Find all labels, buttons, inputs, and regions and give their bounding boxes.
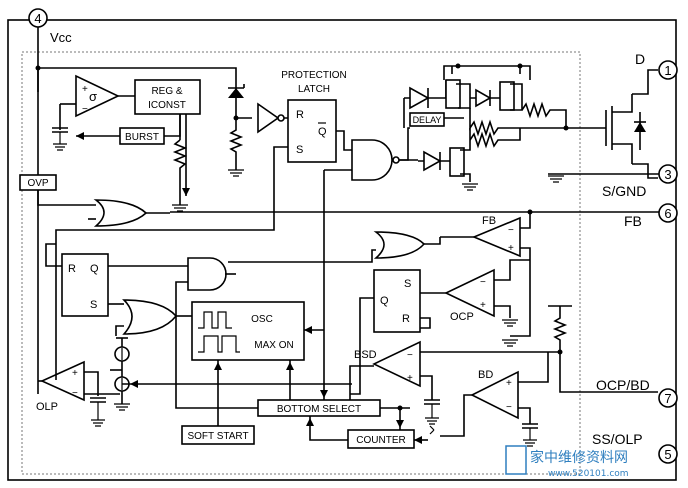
reg-iconst-block xyxy=(134,79,201,115)
latch-r: R xyxy=(296,109,304,121)
pin-5 xyxy=(658,444,678,464)
protection-latch xyxy=(287,99,337,163)
bottom-select-label: BOTTOM SELECT xyxy=(277,404,361,415)
osc-maxon-block xyxy=(191,301,305,361)
watermark-cn: 家中维修资料网 xyxy=(530,449,628,466)
ff2-r: R xyxy=(68,263,76,275)
ovp-or-gate xyxy=(93,199,148,227)
bd-label: BD xyxy=(478,369,493,381)
ff2-s: S xyxy=(90,299,97,311)
ocp-amp-plus: + xyxy=(480,300,486,311)
osc-or-gate xyxy=(122,299,178,335)
bd-plus: + xyxy=(506,378,512,389)
ff3-q: Q xyxy=(380,295,389,307)
fb-amp-label: FB xyxy=(482,215,496,227)
watermark: 家中维修资料网 www.520101.com xyxy=(505,445,629,479)
watermark-logo-icon xyxy=(505,445,527,475)
flipflop-2 xyxy=(61,253,109,317)
fb-amp-minus: − xyxy=(508,225,514,236)
soft-start-block xyxy=(181,425,255,445)
bd-minus: − xyxy=(506,402,512,413)
olp-label: OLP xyxy=(36,401,58,413)
protection-label: PROTECTION xyxy=(281,70,347,81)
fb-amp-plus: + xyxy=(508,243,514,254)
outer-frame xyxy=(7,19,677,481)
ff2-q: Q xyxy=(90,263,99,275)
reference-amp xyxy=(75,74,120,118)
gate-resistor-a xyxy=(521,101,567,128)
vcc-label: Vcc xyxy=(50,30,72,45)
ocpbd-label: OCP/BD xyxy=(596,377,650,393)
vcc-top-bus xyxy=(38,67,237,80)
sigma-symbol: σ xyxy=(89,89,97,104)
pin-6 xyxy=(658,203,678,223)
fb-amp xyxy=(471,216,521,258)
ff3-s: S xyxy=(404,278,411,290)
osc-label: OSC xyxy=(251,314,273,325)
burst-label: BURST xyxy=(125,132,159,143)
latch-s: S xyxy=(296,144,303,156)
ssolp-label: SS/OLP xyxy=(592,431,643,447)
ocp-amp xyxy=(444,268,495,318)
and-gate xyxy=(187,257,227,291)
bsd-label: BSD xyxy=(354,349,377,361)
nand-gate xyxy=(351,139,393,181)
fb-or-gate xyxy=(373,231,426,259)
ic-boundary xyxy=(21,51,581,475)
driver-diode-a xyxy=(409,86,430,110)
driver-diode-b xyxy=(475,88,492,108)
gate-resistor-b xyxy=(469,108,566,137)
zener-resistor xyxy=(228,118,244,170)
burst-resistor xyxy=(172,139,188,196)
bsd-minus: − xyxy=(407,350,413,361)
osc-waveform xyxy=(198,311,232,329)
olp-plus: + xyxy=(72,368,78,379)
pin-4-number: 4 xyxy=(34,11,41,26)
delay-label: DELAY xyxy=(413,115,442,125)
olp-amp xyxy=(40,360,85,402)
olp-minus: − xyxy=(72,388,78,399)
driver-diode-c xyxy=(423,150,442,172)
pin-7-number: 7 xyxy=(664,391,671,406)
counter-block xyxy=(347,429,415,449)
fb-label: FB xyxy=(624,213,642,229)
power-mosfet xyxy=(605,106,613,150)
pin-6-number: 6 xyxy=(664,206,671,221)
ref-amp-minus: − xyxy=(82,104,88,115)
ff3-r: R xyxy=(402,313,410,325)
counter-label: COUNTER xyxy=(356,435,405,446)
ocp-label: OCP xyxy=(450,311,474,323)
watermark-url: www.520101.com xyxy=(548,469,629,479)
bd-comparator xyxy=(470,370,519,420)
maxon-label: MAX ON xyxy=(254,340,293,351)
flipflop-3 xyxy=(373,269,421,333)
soft-start-label: SOFT START xyxy=(187,431,248,442)
pin-7 xyxy=(658,388,678,408)
sgnd-label: S/GND xyxy=(602,183,646,199)
pin-1-number: 1 xyxy=(664,63,671,78)
buffer xyxy=(257,102,280,134)
mosfet-q2 xyxy=(499,81,515,111)
delay-block xyxy=(409,112,445,127)
ref-amp-plus: + xyxy=(82,84,88,95)
reg-label: REG & xyxy=(151,86,182,97)
pin-1 xyxy=(658,60,678,80)
iconst-label: ICONST xyxy=(148,100,186,111)
ovp-label: OVP xyxy=(27,178,48,189)
ocp-amp-minus: − xyxy=(480,277,486,288)
mosfet-q3 xyxy=(449,147,465,177)
maxon-waveform xyxy=(198,335,240,353)
latch-qbar: Q xyxy=(318,126,327,138)
pin-5-number: 5 xyxy=(664,447,671,462)
ocp-resistor xyxy=(548,305,572,352)
mosfet-q1 xyxy=(445,79,461,109)
d-label: D xyxy=(635,51,645,67)
bsd-plus: + xyxy=(407,373,413,384)
zener-diode xyxy=(228,88,244,98)
bsd-comparator xyxy=(372,340,421,388)
latch-label: LATCH xyxy=(298,84,330,95)
pin-3-number: 3 xyxy=(664,167,671,182)
